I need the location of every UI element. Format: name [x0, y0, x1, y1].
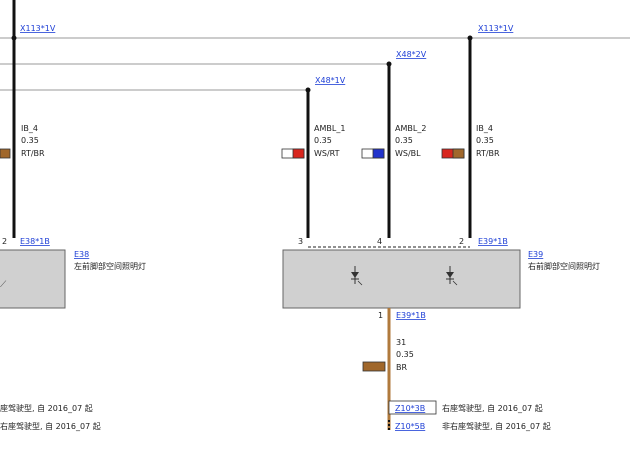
- connector-e39-1b-bottom[interactable]: E39*1B: [396, 311, 426, 320]
- wire-ambl2-name: AMBL_2: [395, 124, 426, 133]
- wire-ambl2-size: 0.35: [395, 136, 413, 145]
- wire-ambl2-color: WS/BL: [395, 149, 421, 158]
- connector-z10-5b[interactable]: Z10*5B: [395, 422, 425, 431]
- component-e38-desc: 左前脚部空间照明灯: [74, 261, 146, 271]
- variant-note: 座驾驶型, 自 2016_07 起: [0, 403, 93, 413]
- junction-dot: [467, 35, 473, 41]
- wire-color-swatch: [362, 361, 386, 372]
- wire-left-color: RT/BR: [21, 149, 45, 158]
- connector-e38-1b[interactable]: E38*1B: [20, 237, 50, 246]
- wire-right-size: 0.35: [476, 136, 494, 145]
- wire-color-swatch: [0, 148, 11, 159]
- pin-number: 4: [377, 237, 382, 246]
- wire-ambl1-color: WS/RT: [314, 149, 340, 158]
- lamp-icon: [351, 266, 363, 286]
- component-e39-desc: 右前脚部空间照明灯: [528, 261, 600, 271]
- wire-color-swatch: [292, 148, 305, 159]
- junction-dot: [11, 35, 17, 41]
- component-e38: [0, 249, 66, 309]
- component-e39-code[interactable]: E39: [528, 250, 543, 259]
- wire-color-swatch: [452, 148, 465, 159]
- wire-left-size: 0.35: [21, 136, 39, 145]
- wire-ground-size: 0.35: [396, 350, 414, 359]
- wire-ambl1-name: AMBL_1: [314, 124, 345, 133]
- pin-number: 2: [459, 237, 464, 246]
- wire-left-name: IB_4: [21, 124, 38, 133]
- junction-dot: [386, 61, 392, 67]
- component-e38-code[interactable]: E38: [74, 250, 89, 259]
- wire-color-swatch: [372, 148, 385, 159]
- lamp-icon: [446, 266, 458, 286]
- connector-e39-1b-top[interactable]: E39*1B: [478, 237, 508, 246]
- wire-right-color: RT/BR: [476, 149, 500, 158]
- variant-note: 非右座驾驶型, 自 2016_07 起: [442, 421, 551, 431]
- component-e39: [282, 249, 521, 309]
- splice-z10-3b-frame: [388, 400, 437, 415]
- connector-x48-2v[interactable]: X48*2V: [396, 50, 427, 59]
- lamp-icon: ⟋: [0, 280, 7, 290]
- pin-number: 1: [378, 311, 383, 320]
- connector-z10-3b[interactable]: Z10*3B: [395, 404, 425, 413]
- wire-ground-color: BR: [396, 363, 407, 372]
- wire-right-name: IB_4: [476, 124, 493, 133]
- variant-note: 右座驾驶型, 自 2016_07 起: [442, 403, 543, 413]
- wire-ground-name: 31: [396, 338, 406, 347]
- variant-note: 右座驾驶型, 自 2016_07 起: [0, 421, 101, 431]
- wire-ambl1-size: 0.35: [314, 136, 332, 145]
- connector-x113-right[interactable]: X113*1V: [478, 24, 514, 33]
- pin-number: 2: [2, 237, 7, 246]
- pin-number: 3: [298, 237, 303, 246]
- connector-x113-left[interactable]: X113*1V: [20, 24, 56, 33]
- junction-dot: [305, 87, 311, 93]
- connector-x48-1v[interactable]: X48*1V: [315, 76, 346, 85]
